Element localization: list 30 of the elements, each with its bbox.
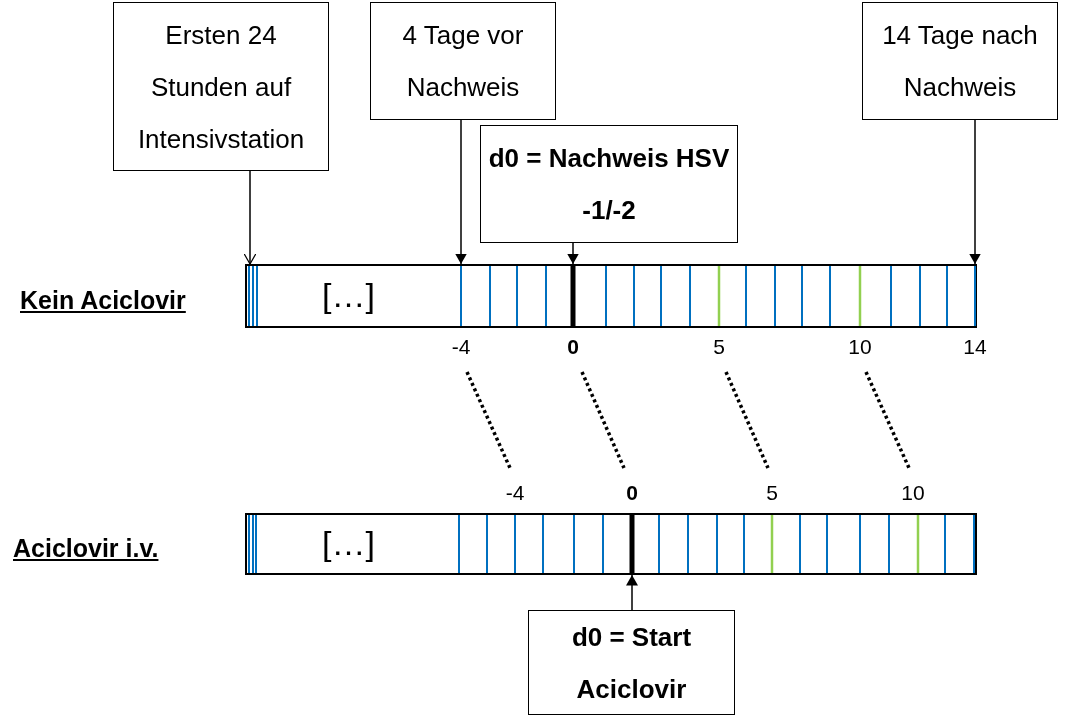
ellipsis-text: […]: [322, 278, 375, 312]
tick-label: 10: [901, 481, 925, 505]
timeline-bar: [245, 264, 977, 328]
callout-box: [480, 125, 738, 243]
callout-box: [862, 2, 1058, 120]
callout-box: [370, 2, 556, 120]
tick-label: -4: [451, 335, 471, 359]
arrow: [969, 119, 981, 265]
callout-box: [528, 610, 735, 715]
tick-label: -4: [505, 481, 525, 505]
callout-text: 14 Tage nach Nachweis: [881, 19, 1039, 104]
callout-text: d0 = Start Aciclovir: [570, 620, 693, 706]
tick-label: 5: [766, 481, 778, 505]
tick-label: 5: [713, 335, 725, 359]
tick-label: 0: [626, 481, 638, 505]
arrow: [243, 170, 257, 265]
callout-text: Ersten 24 Stunden auf Intensivstation: [136, 18, 306, 156]
arrow: [626, 574, 638, 611]
row-label: Aciclovir i.v.: [13, 534, 159, 563]
callout-box: [113, 2, 329, 171]
tick-label: 10: [848, 335, 872, 359]
ellipsis-text: […]: [322, 526, 375, 560]
callout-text: 4 Tage vor Nachweis: [401, 19, 525, 104]
timeline-bar: [245, 513, 977, 575]
arrow: [455, 119, 467, 265]
row-label: Kein Aciclovir: [20, 286, 186, 315]
tick-label: 0: [567, 335, 579, 359]
arrow: [567, 242, 579, 265]
callout-text: d0 = Nachweis HSV -1/-2: [487, 142, 731, 227]
tick-label: 14: [963, 335, 987, 359]
